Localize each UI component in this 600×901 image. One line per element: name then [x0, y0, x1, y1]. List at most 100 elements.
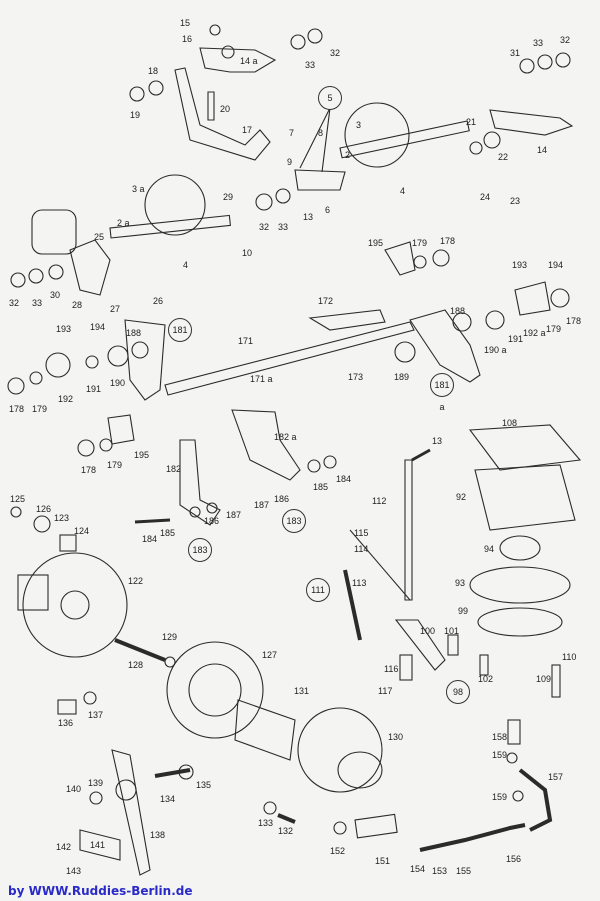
screw-15	[209, 24, 221, 36]
callout-5: 5	[318, 86, 342, 110]
label-99: 99	[458, 606, 469, 616]
label-190a: 190 a	[484, 345, 507, 355]
label-182: 182	[166, 464, 182, 474]
washer-19	[129, 86, 145, 102]
pipe-157	[518, 768, 553, 832]
pump-body-92	[474, 464, 576, 531]
label-20: 20	[220, 104, 231, 114]
label-141: 141	[90, 840, 106, 850]
spring-113	[343, 569, 362, 641]
bracket-181a	[409, 309, 481, 383]
label-123: 123	[54, 513, 70, 523]
cover-99	[477, 607, 563, 637]
label-15: 15	[180, 18, 191, 28]
label-24: 24	[480, 192, 491, 202]
label-93: 93	[455, 578, 466, 588]
bolt-136	[57, 699, 77, 715]
label-173: 173	[348, 372, 364, 382]
washer-191a	[485, 310, 505, 330]
housing-130	[297, 707, 383, 793]
fitting-151	[354, 813, 398, 839]
washer-33c	[275, 188, 291, 204]
label-129: 129	[162, 632, 178, 642]
label-194a: 194	[548, 260, 564, 270]
label-110: 110	[562, 652, 577, 662]
washer-22	[483, 131, 501, 149]
label-9: 9	[287, 157, 293, 167]
lever-14	[489, 109, 574, 136]
callout-181a: 181 a	[430, 373, 454, 412]
washer-179c	[29, 371, 43, 385]
label-108: 108	[502, 418, 518, 428]
label-116: 116	[384, 664, 399, 674]
leader-5	[299, 107, 331, 173]
label-191a: 191	[508, 334, 524, 344]
label-26: 26	[153, 296, 164, 306]
label-192: 192	[58, 394, 74, 404]
callout-98: 98	[446, 680, 470, 704]
label-102: 102	[478, 674, 494, 684]
label-179c: 179	[32, 404, 48, 414]
bracket-182a	[231, 409, 301, 481]
label-195b: 195	[134, 450, 150, 460]
label-10: 10	[242, 248, 253, 258]
label-184b: 184	[142, 534, 158, 544]
shaft-2a	[109, 214, 231, 239]
label-32b: 32	[560, 35, 571, 45]
hose-156	[419, 823, 526, 852]
label-19: 19	[130, 110, 141, 120]
label-8: 8	[318, 128, 324, 138]
spring-20	[207, 91, 215, 121]
label-115: 115	[354, 528, 369, 538]
label-178d: 178	[81, 465, 97, 475]
label-152: 152	[330, 846, 346, 856]
label-18: 18	[148, 66, 159, 76]
cap-126	[33, 515, 51, 533]
lever-195b	[107, 414, 135, 445]
label-139: 139	[88, 778, 104, 788]
label-154: 154	[410, 864, 426, 874]
pedal-arm-17	[174, 67, 271, 161]
washer-186b	[189, 506, 201, 518]
bolt-128	[114, 638, 166, 662]
spacer-116	[399, 654, 413, 681]
label-189: 189	[394, 372, 410, 382]
washer-137	[83, 691, 97, 705]
housing-127	[166, 641, 264, 739]
label-32d: 32	[9, 298, 20, 308]
label-159a: 159	[492, 750, 508, 760]
spring-131	[234, 699, 296, 761]
bolt-102	[479, 654, 489, 676]
washer-33a	[290, 34, 306, 50]
credit-text: by WWW.Ruddies-Berlin.de	[8, 884, 193, 898]
flange-122	[22, 552, 128, 658]
label-25: 25	[94, 232, 105, 242]
label-136: 136	[58, 718, 74, 728]
label-127: 127	[262, 650, 278, 660]
label-128: 128	[128, 660, 144, 670]
bolt-184b	[134, 518, 171, 524]
label-179d: 179	[107, 460, 123, 470]
label-157: 157	[548, 772, 564, 782]
label-151: 151	[375, 856, 391, 866]
label-142: 142	[56, 842, 72, 852]
bolt-158	[507, 719, 521, 745]
housing-130-cap	[337, 751, 383, 789]
label-143: 143	[66, 866, 82, 876]
bracket-25	[69, 239, 111, 296]
diaphragm-93	[469, 566, 571, 604]
label-101: 101	[444, 626, 460, 636]
label-13a: 13	[303, 212, 314, 222]
nut-187b	[206, 502, 218, 514]
washer-135	[178, 764, 194, 780]
washer-191b	[85, 355, 99, 369]
label-33b: 33	[533, 38, 544, 48]
label-33c: 33	[278, 222, 289, 232]
label-122: 122	[128, 576, 144, 586]
washer-179d	[99, 438, 113, 452]
spring-188a	[131, 341, 149, 359]
label-2a: 2 a	[117, 218, 130, 228]
label-94: 94	[484, 544, 495, 554]
nut-32d	[10, 272, 26, 288]
